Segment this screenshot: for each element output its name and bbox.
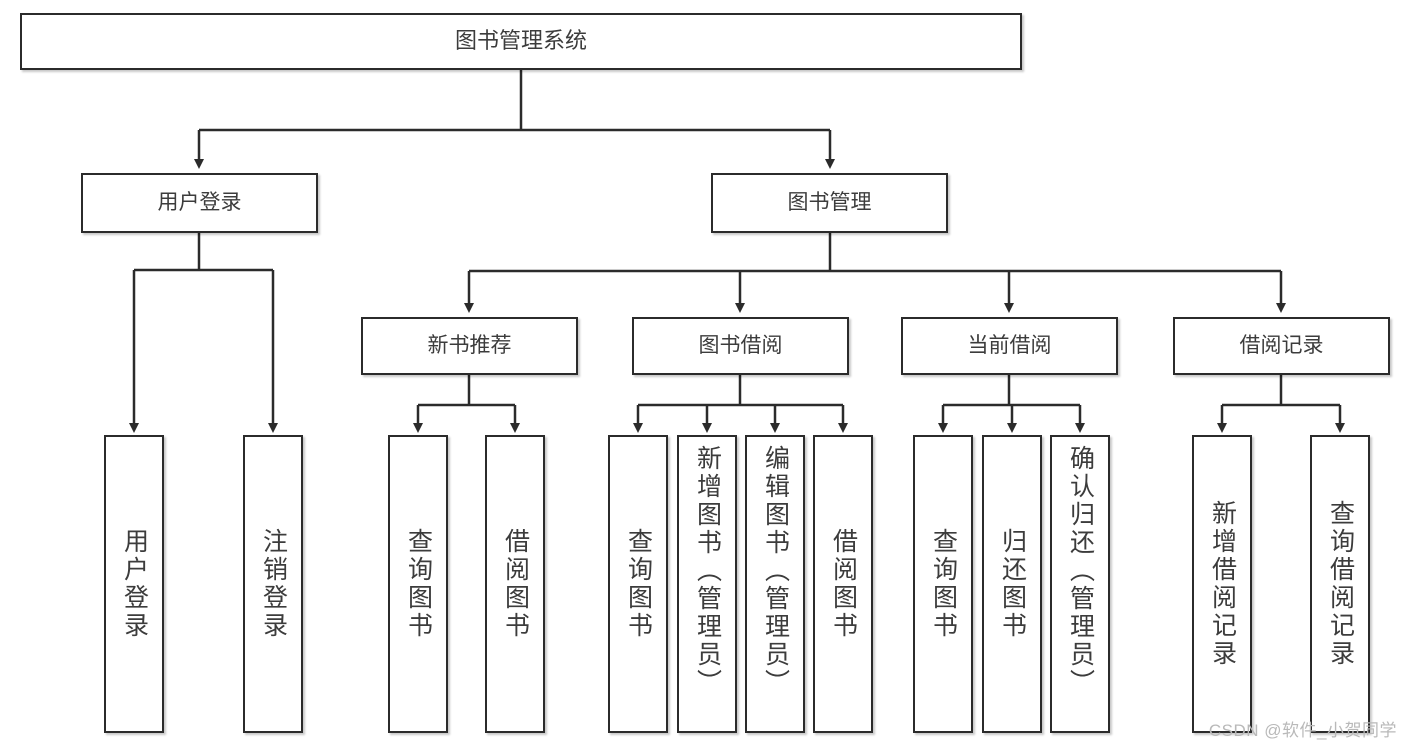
node-book-manage-label: 图书管理 <box>787 191 872 215</box>
leaf-borrow-add-label: 新增图书（管理员） <box>693 445 722 697</box>
node-current-borrow[interactable]: 当前借阅 <box>901 317 1118 375</box>
leaf-record-query-label: 查询借阅记录 <box>1326 500 1355 668</box>
leaf-borrow-query[interactable]: 查询图书 <box>608 435 668 733</box>
node-root-label: 图书管理系统 <box>454 28 587 54</box>
leaf-logout[interactable]: 注销登录 <box>243 435 303 733</box>
leaf-user-login[interactable]: 用户登录 <box>104 435 164 733</box>
leaf-current-query-label: 查询图书 <box>929 528 958 640</box>
leaf-record-add-label: 新增借阅记录 <box>1208 500 1237 668</box>
node-user-login-label: 用户登录 <box>157 191 242 215</box>
node-current-borrow-label: 当前借阅 <box>967 334 1052 358</box>
leaf-new-book-query[interactable]: 查询图书 <box>388 435 448 733</box>
leaf-borrow-borrow[interactable]: 借阅图书 <box>813 435 873 733</box>
node-root[interactable]: 图书管理系统 <box>20 13 1022 70</box>
watermark: CSDN @软件_小贺同学 <box>1208 721 1397 740</box>
node-book-borrow[interactable]: 图书借阅 <box>632 317 849 375</box>
leaf-new-book-borrow-label: 借阅图书 <box>501 528 530 640</box>
leaf-new-book-query-label: 查询图书 <box>404 528 433 640</box>
leaf-borrow-edit[interactable]: 编辑图书（管理员） <box>745 435 805 733</box>
leaf-current-return-label: 归还图书 <box>998 528 1027 640</box>
node-borrow-record-label: 借阅记录 <box>1239 334 1324 358</box>
leaf-borrow-edit-label: 编辑图书（管理员） <box>761 445 790 697</box>
leaf-current-confirm-label: 确认归还（管理员） <box>1066 445 1095 697</box>
node-new-book-label: 新书推荐 <box>427 334 512 358</box>
leaf-current-confirm[interactable]: 确认归还（管理员） <box>1050 435 1110 733</box>
node-book-manage[interactable]: 图书管理 <box>711 173 948 233</box>
node-user-login[interactable]: 用户登录 <box>81 173 318 233</box>
leaf-record-add[interactable]: 新增借阅记录 <box>1192 435 1252 733</box>
leaf-new-book-borrow[interactable]: 借阅图书 <box>485 435 545 733</box>
leaf-current-return[interactable]: 归还图书 <box>982 435 1042 733</box>
leaf-user-login-label: 用户登录 <box>120 528 149 640</box>
leaf-record-query[interactable]: 查询借阅记录 <box>1310 435 1370 733</box>
leaf-borrow-borrow-label: 借阅图书 <box>829 528 858 640</box>
node-book-borrow-label: 图书借阅 <box>698 334 783 358</box>
leaf-borrow-add[interactable]: 新增图书（管理员） <box>677 435 737 733</box>
leaf-current-query[interactable]: 查询图书 <box>913 435 973 733</box>
leaf-logout-label: 注销登录 <box>259 528 288 640</box>
node-new-book[interactable]: 新书推荐 <box>361 317 578 375</box>
leaf-borrow-query-label: 查询图书 <box>624 528 653 640</box>
node-borrow-record[interactable]: 借阅记录 <box>1173 317 1390 375</box>
